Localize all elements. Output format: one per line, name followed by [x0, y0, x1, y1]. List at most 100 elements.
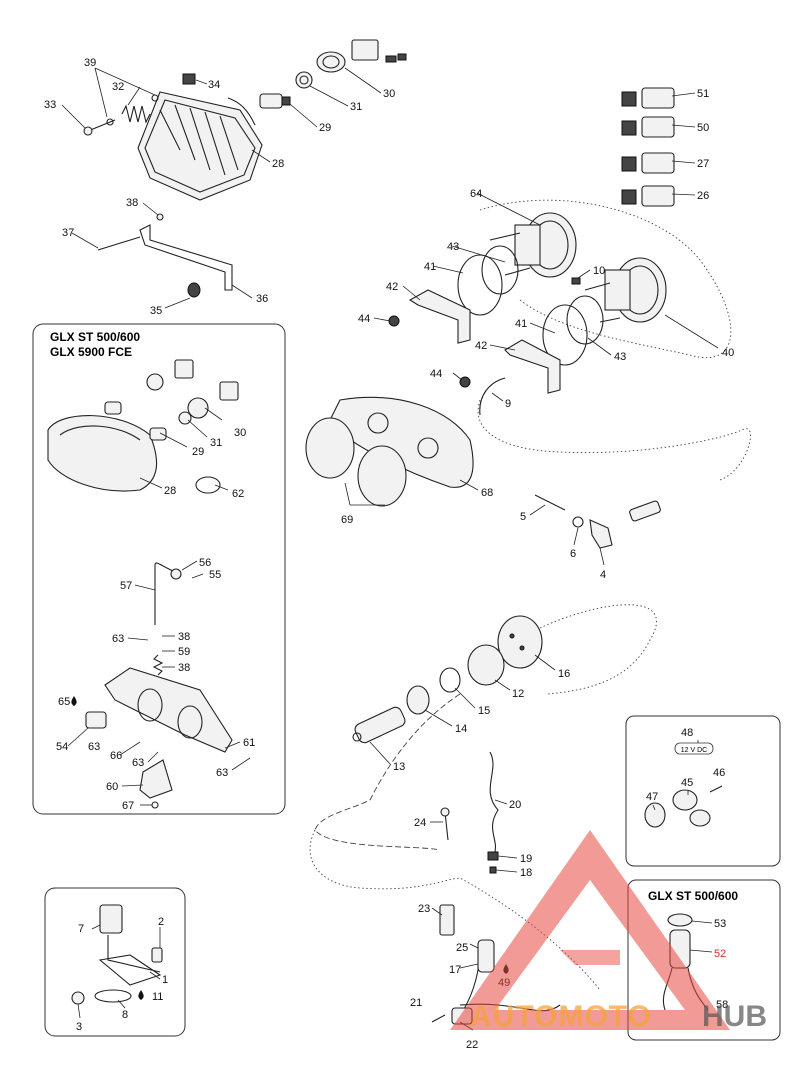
callout-15: 15	[478, 705, 490, 717]
watermark: AUTOMOTO HUB	[450, 830, 767, 1033]
callout-28-top: 28	[272, 158, 284, 170]
callout-36: 36	[256, 293, 268, 305]
callout-39: 39	[84, 57, 96, 69]
callout-51: 51	[697, 88, 709, 100]
clip-34	[182, 73, 196, 85]
inset-box-fuel-sensor	[44, 887, 186, 1037]
callout-29-top: 29	[319, 122, 331, 134]
callout-23: 23	[418, 903, 430, 915]
headlight-assembly	[137, 91, 263, 201]
spring-32	[121, 104, 151, 124]
callout-35: 35	[150, 305, 162, 317]
headlight-socket-29	[259, 93, 291, 109]
switches-group	[621, 87, 675, 207]
callout-59: 59	[178, 646, 190, 658]
outlet-12v	[644, 785, 723, 828]
plate-68	[329, 396, 474, 488]
callout-11: 11	[152, 991, 163, 1003]
callout-44-upper: 44	[358, 313, 370, 325]
ignition-switch	[352, 615, 543, 744]
callout-25: 25	[456, 942, 468, 954]
gaskets-41-43	[457, 245, 604, 366]
callout-38-top: 38	[126, 197, 138, 209]
body-outline-wire9	[477, 399, 751, 481]
connector-30-top	[351, 39, 407, 63]
callout-63-a: 63	[112, 633, 124, 645]
callout-12: 12	[512, 688, 524, 700]
callout-65: 65	[58, 696, 70, 708]
callout-58: 58	[716, 999, 728, 1011]
inset-title-line2: GLX 5900 FCE	[50, 345, 132, 359]
callout-16: 16	[558, 668, 570, 680]
drop-icon-65	[71, 696, 77, 706]
seat-outline	[309, 829, 601, 991]
callout-45: 45	[681, 777, 693, 789]
callout-40: 40	[722, 347, 734, 359]
leader-lines	[61, 67, 719, 1031]
body-outline-gauges	[479, 199, 732, 359]
inset-box-12v-outlet	[625, 715, 781, 867]
callout-27: 27	[697, 158, 709, 170]
callout-31-inset: 31	[210, 437, 222, 449]
callout-18: 18	[520, 867, 532, 879]
callout-2: 2	[158, 916, 164, 928]
callout-19: 19	[520, 853, 532, 865]
inset-title-line1: GLX ST 500/600	[50, 330, 140, 344]
callout-17: 17	[449, 964, 461, 976]
mount-bracket	[85, 562, 233, 809]
gauge-40	[584, 257, 667, 323]
callout-69: 69	[341, 514, 353, 526]
inset-title-glx-outlet: GLX ST 500/600	[648, 889, 738, 903]
callout-1: 1	[162, 974, 168, 986]
gauge-64	[489, 212, 577, 278]
callout-47: 47	[646, 791, 658, 803]
callout-6: 6	[570, 548, 576, 560]
watermark-inner-mark	[560, 950, 620, 965]
callout-5: 5	[520, 511, 526, 523]
fuel-sensor	[71, 904, 163, 1005]
brackets-42	[388, 277, 581, 394]
sender-parts	[534, 494, 661, 549]
callout-3: 3	[76, 1021, 82, 1033]
callout-57: 57	[120, 580, 132, 592]
body-outline-ignition	[539, 604, 657, 695]
callout-41-upper: 41	[424, 261, 436, 273]
callout-8: 8	[122, 1009, 128, 1021]
callout-38-b: 38	[178, 662, 190, 674]
callout-43-upper: 43	[447, 241, 459, 253]
callout-55: 55	[209, 569, 221, 581]
callout-50: 50	[697, 122, 709, 134]
wire-20	[489, 751, 499, 856]
bulb-31	[295, 71, 313, 89]
watermark-triangle-logo	[450, 830, 730, 1030]
callout-10: 10	[593, 265, 605, 277]
callout-32: 32	[112, 81, 124, 93]
callout-53: 53	[714, 918, 726, 930]
callout-29-inset: 29	[192, 446, 204, 458]
callout-56: 56	[199, 557, 211, 569]
callout-9: 9	[505, 398, 511, 410]
callout-30-top: 30	[383, 88, 395, 100]
callout-67: 67	[122, 800, 134, 812]
callout-63-c: 63	[132, 757, 144, 769]
callout-21: 21	[410, 997, 422, 1009]
callout-7: 7	[78, 923, 84, 935]
callout-60: 60	[106, 781, 118, 793]
callout-labels: 39 32 33 34 29 31 30 28 38 37 35 36 51 5…	[44, 57, 734, 1051]
callout-24: 24	[414, 817, 426, 829]
discs-69	[305, 417, 407, 507]
callout-42-upper: 42	[386, 281, 398, 293]
callout-33: 33	[44, 99, 56, 111]
callout-26: 26	[697, 190, 709, 202]
callout-62: 62	[232, 488, 244, 500]
inset-box-headlight-variant	[32, 323, 286, 815]
wire-9	[479, 377, 506, 416]
screw-24	[440, 807, 450, 841]
sealant-drop-icons	[71, 696, 509, 1000]
callout-38-a: 38	[178, 631, 190, 643]
callout-43-lower: 43	[614, 351, 626, 363]
callout-13: 13	[393, 761, 405, 773]
callout-61: 61	[243, 737, 255, 749]
voltage-badge	[674, 742, 714, 755]
